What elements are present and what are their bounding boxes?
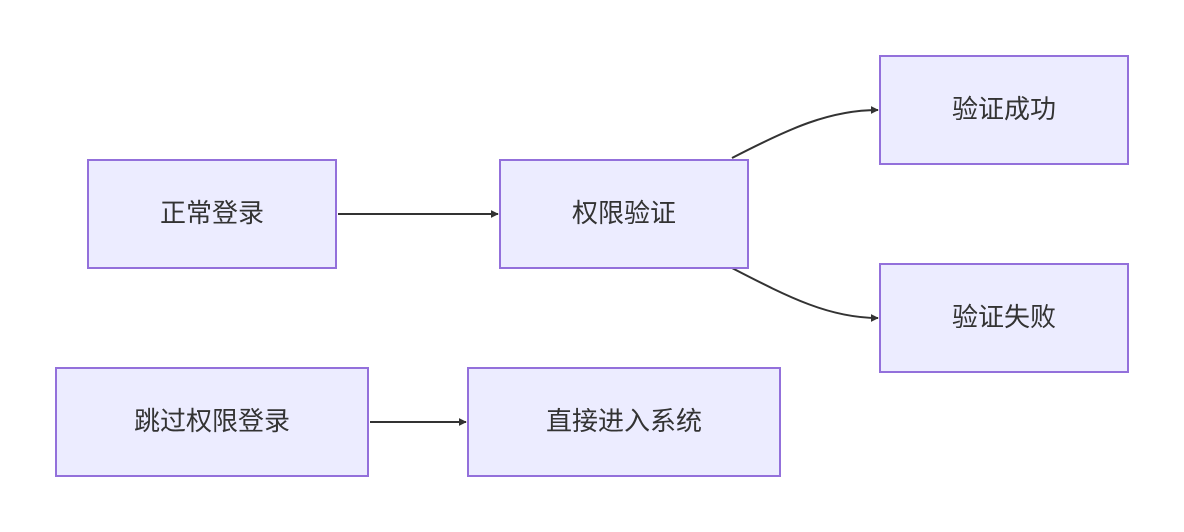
edge-permission-check-to-verify-failure [731,267,879,322]
node-verify-failure[interactable]: 验证失败 [879,263,1129,373]
node-permission-check[interactable]: 权限验证 [499,159,749,269]
node-skip-permission-login[interactable]: 跳过权限登录 [55,367,369,477]
node-verify-success-label: 验证成功 [952,95,1056,125]
node-verify-failure-label: 验证失败 [952,303,1056,333]
node-normal-login-label: 正常登录 [160,199,264,229]
node-normal-login[interactable]: 正常登录 [87,159,337,269]
node-skip-permission-login-label: 跳过权限登录 [134,407,290,437]
node-enter-system-directly-label: 直接进入系统 [546,407,702,437]
node-enter-system-directly[interactable]: 直接进入系统 [467,367,781,477]
edge-permission-check-to-verify-success [731,106,879,159]
node-permission-check-label: 权限验证 [572,199,676,229]
node-verify-success[interactable]: 验证成功 [879,55,1129,165]
